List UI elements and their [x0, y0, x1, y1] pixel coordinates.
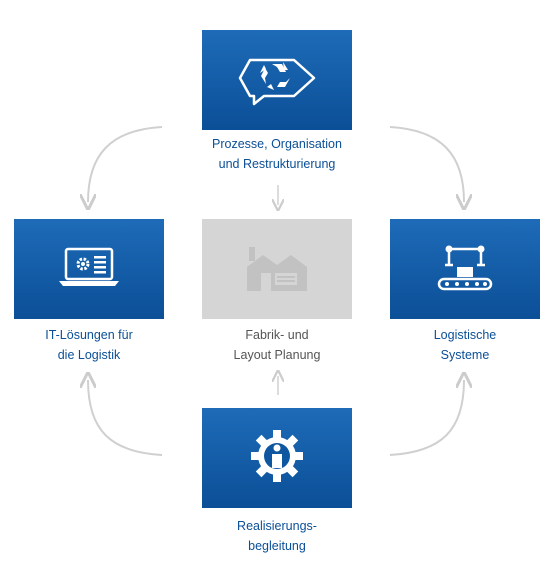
tile-realisierungsbegleitung[interactable]	[202, 408, 352, 508]
recycle-speech-bubble-icon	[236, 50, 318, 111]
label-prozesse: Prozesse, Organisation und Restrukturier…	[212, 137, 342, 171]
gear-person-icon	[249, 428, 305, 489]
arrow-top-to-left	[88, 126, 163, 202]
label-realisierungsbegleitung: Realisierungs- begleitung	[237, 519, 317, 553]
arrow-top-to-right	[389, 126, 464, 202]
laptop-gear-icon	[57, 245, 121, 294]
arrow-bottom-to-right	[389, 380, 464, 456]
robot-conveyor-icon	[435, 241, 495, 298]
label-it-loesungen: IT-Lösungen für die Logistik	[45, 328, 133, 362]
label-logistische-systeme: Logistische Systeme	[433, 328, 497, 362]
label-fabrik-layout: Fabrik- und Layout Planung	[233, 328, 321, 362]
arrow-bottom-to-left	[88, 380, 163, 456]
tile-logistische-systeme[interactable]	[390, 219, 540, 319]
factory-icon	[245, 241, 309, 298]
tile-it-loesungen[interactable]	[14, 219, 164, 319]
tile-fabrik-layout[interactable]	[202, 219, 352, 319]
tile-prozesse[interactable]	[202, 30, 352, 130]
